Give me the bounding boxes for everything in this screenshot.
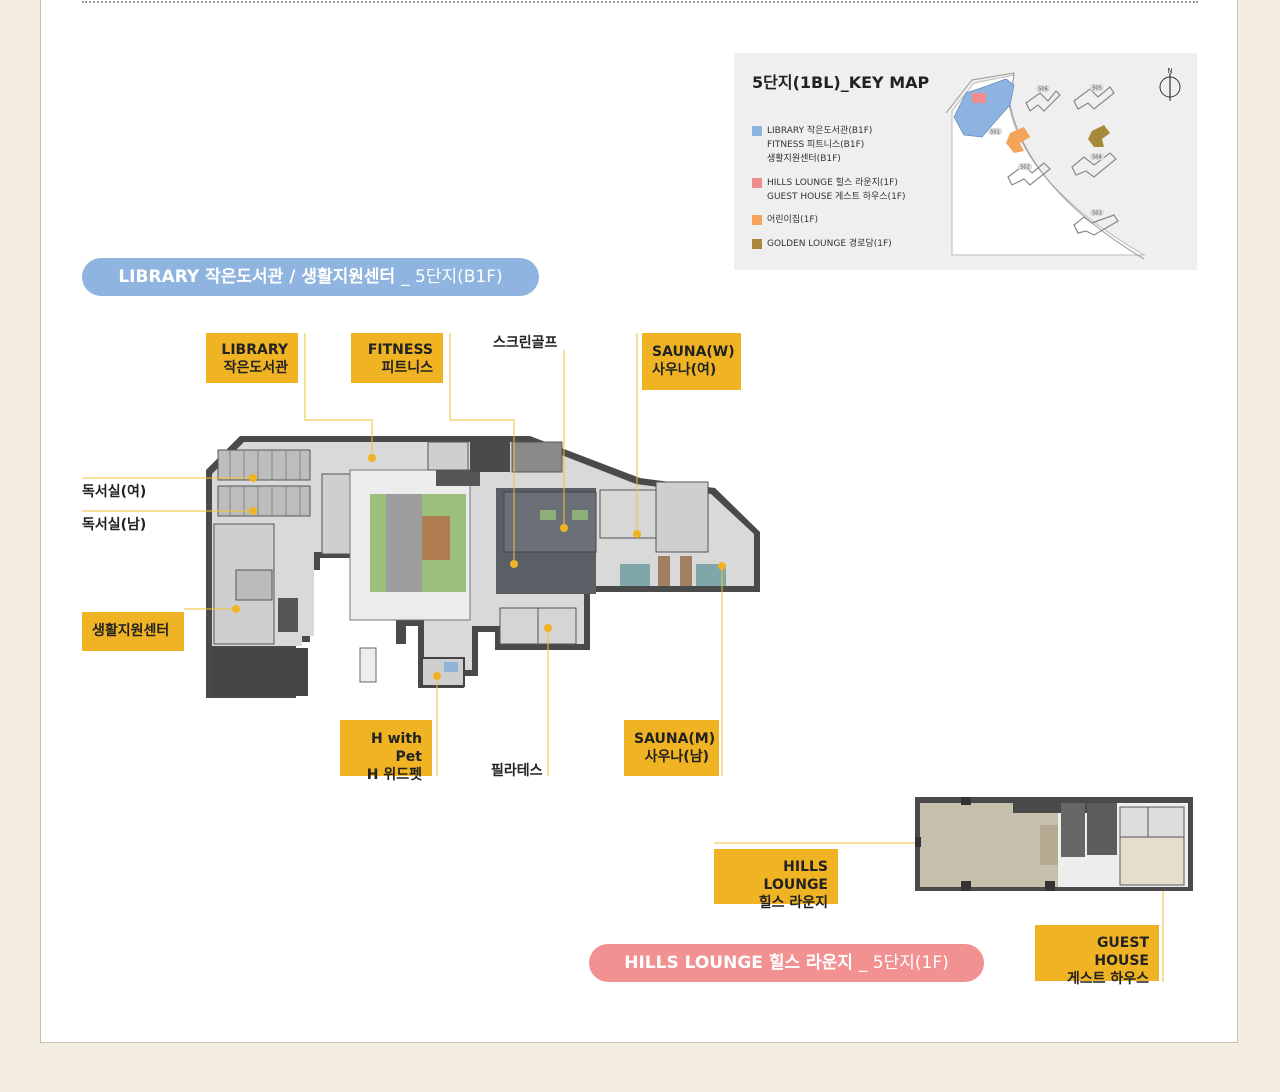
lounge-title-main: HILLS LOUNGE 힐스 라운지 [624,953,853,973]
building-label: 503 [1092,211,1102,217]
b1f-floor-plan [206,436,760,698]
north-label: N [1167,67,1172,75]
b1f-section-title: LIBRARY 작은도서관 / 생활지원센터 _ 5단지(B1F) [82,258,539,296]
legend-swatch-gold [752,239,762,249]
label-sauna-m: SAUNA(M)사우나(남) [624,720,719,776]
north-arrow-icon: N [1159,67,1181,101]
legend-swatch-blue [752,126,762,136]
legend-text: 어린이집(1F) [767,215,819,225]
building-label: 501 [990,130,1000,136]
legend-item-pink: HILLS LOUNGE 힐스 라운지(1F) GUEST HOUSE 게스트 … [752,176,952,204]
top-divider [82,1,1198,3]
building-golden-lounge [1088,125,1110,147]
legend-text: LIBRARY 작은도서관(B1F) FITNESS 피트니스(B1F) 생활지… [767,126,873,164]
building-label: 505 [1092,86,1102,92]
label-support-center: 생활지원센터 [82,612,184,651]
legend-text: GOLDEN LOUNGE 경로당(1F) [767,239,892,249]
label-screen-golf: 스크린골프 [493,335,558,351]
legend-item-orange: 어린이집(1F) [752,213,952,227]
legend-swatch-orange [752,215,762,225]
building-library [953,78,1015,138]
label-reading-room-f: 독서실(여) [82,484,147,500]
site-plan-map: 506 505 501 502 504 503 N [945,67,1181,260]
legend-item-gold: GOLDEN LOUNGE 경로당(1F) [752,237,952,251]
b1f-title-sub: _ 5단지(B1F) [401,267,503,287]
building-daycare [1006,127,1030,153]
building-label: 506 [1038,87,1048,93]
lounge-title-sub: _ 5단지(1F) [858,953,949,973]
building-label: 502 [1020,165,1030,171]
label-sauna-w: SAUNA(W)사우나(여) [642,333,741,390]
lounge-section-title: HILLS LOUNGE 힐스 라운지 _ 5단지(1F) [589,944,984,982]
key-map-panel: 5단지(1BL)_KEY MAP LIBRARY 작은도서관(B1F) FITN… [734,53,1197,270]
key-map-title: 5단지(1BL)_KEY MAP [752,73,930,92]
b1f-title-main: LIBRARY 작은도서관 / 생활지원센터 [118,267,396,287]
label-reading-room-m: 독서실(남) [82,517,147,533]
building-label: 504 [1092,155,1102,161]
hills-lounge-floor-plan [915,797,1193,891]
legend-swatch-pink [752,178,762,188]
legend-item-blue: LIBRARY 작은도서관(B1F) FITNESS 피트니스(B1F) 생활지… [752,124,952,166]
legend-text: HILLS LOUNGE 힐스 라운지(1F) GUEST HOUSE 게스트 … [767,178,906,202]
label-pilates: 필라테스 [491,763,543,779]
